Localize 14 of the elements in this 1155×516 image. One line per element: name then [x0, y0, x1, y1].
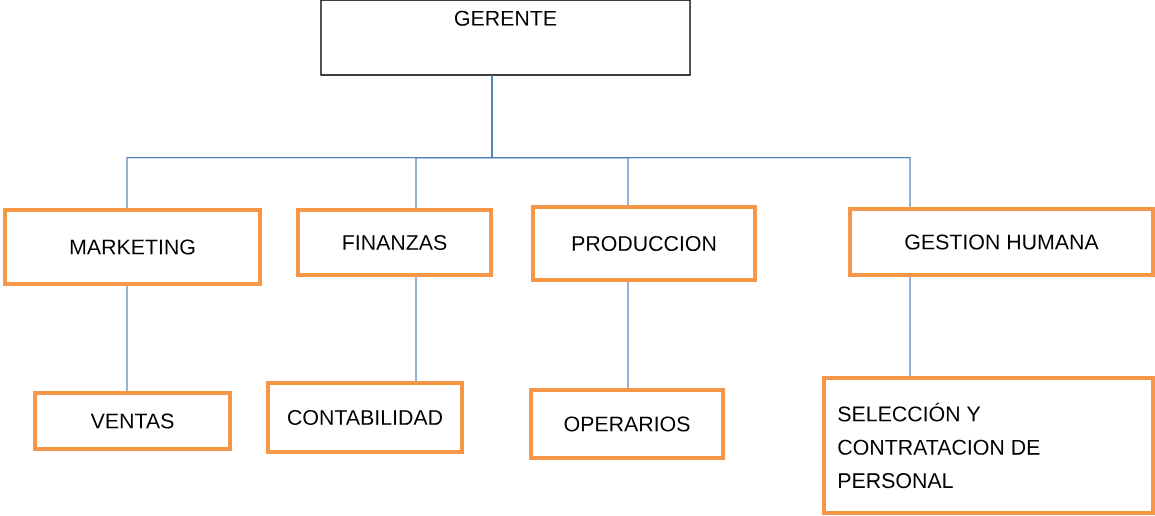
department-box: PRODUCCION	[531, 204, 757, 283]
department-box: GESTION HUMANA	[848, 207, 1155, 277]
department-box: MARKETING	[3, 208, 262, 286]
department-box: OPERARIOS	[529, 388, 725, 460]
department-box: FINANZAS	[296, 207, 494, 278]
department-box: CONTABILIDAD	[266, 380, 464, 454]
connector-line	[491, 75, 911, 208]
manager-box: GERENTE	[320, 0, 691, 76]
connector-line	[627, 281, 629, 389]
connector-line	[909, 276, 911, 377]
department-box: VENTAS	[33, 391, 232, 451]
department-box: SELECCIÓN Y CONTRATACION DE PERSONAL	[822, 376, 1155, 515]
connector-line	[415, 276, 417, 382]
connector-line	[126, 285, 128, 392]
